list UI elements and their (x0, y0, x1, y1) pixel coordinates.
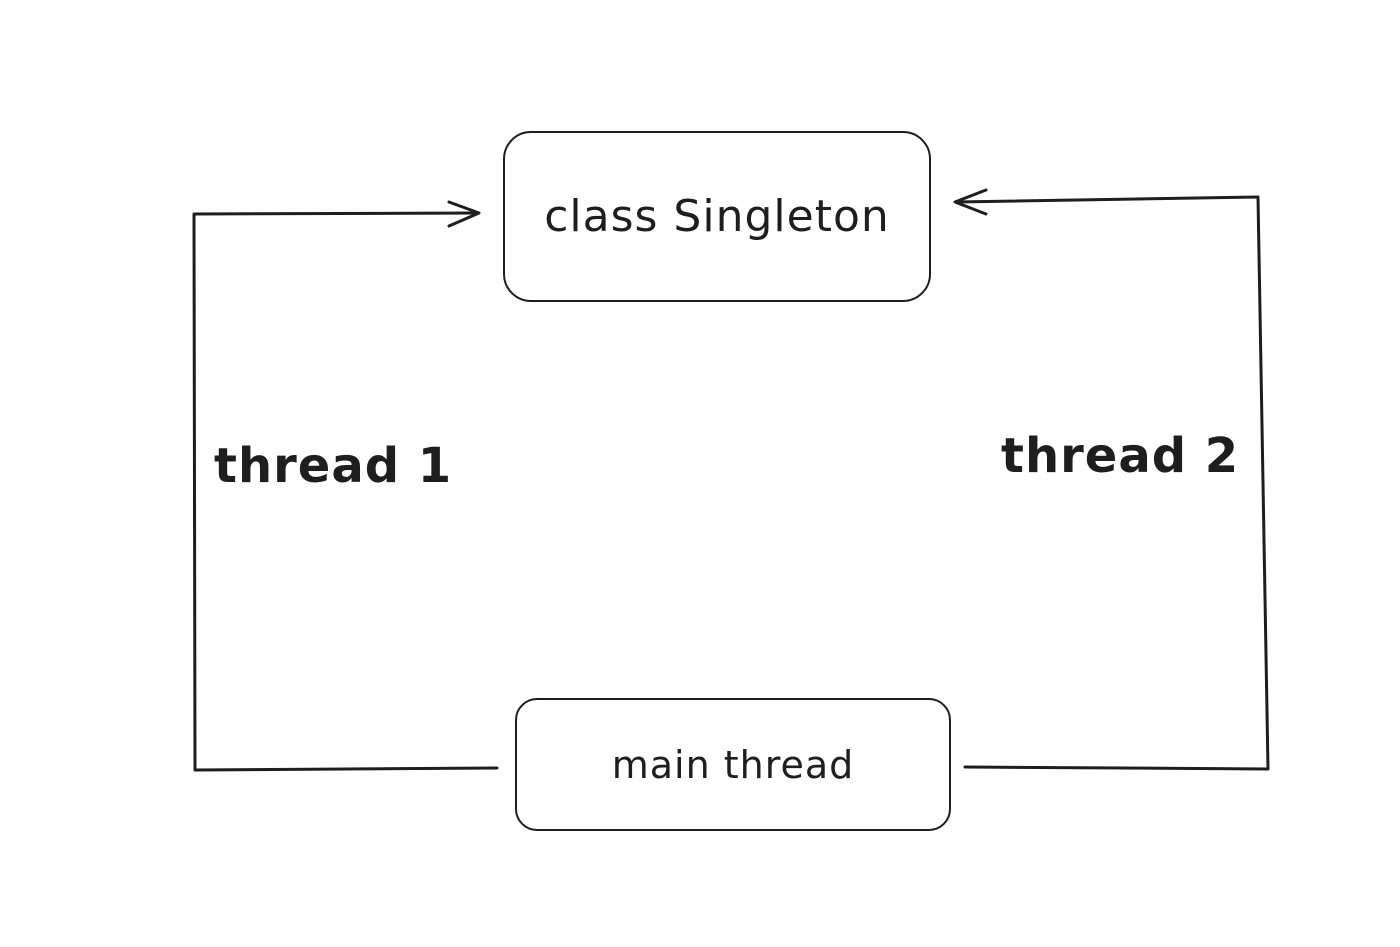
main-thread-label: main thread (611, 742, 855, 787)
thread-1-label: thread 1 (214, 438, 453, 494)
edge-thread2-arrowhead (953, 188, 988, 216)
class-singleton-node: class Singleton (503, 131, 931, 302)
edge-thread1-connector (192, 211, 499, 772)
class-singleton-label: class Singleton (544, 191, 890, 242)
thread-2-label: thread 2 (1001, 428, 1240, 484)
main-thread-node: main thread (515, 698, 951, 831)
edge-thread2-connector (954, 195, 1270, 771)
edge-thread1-arrowhead (447, 200, 481, 228)
